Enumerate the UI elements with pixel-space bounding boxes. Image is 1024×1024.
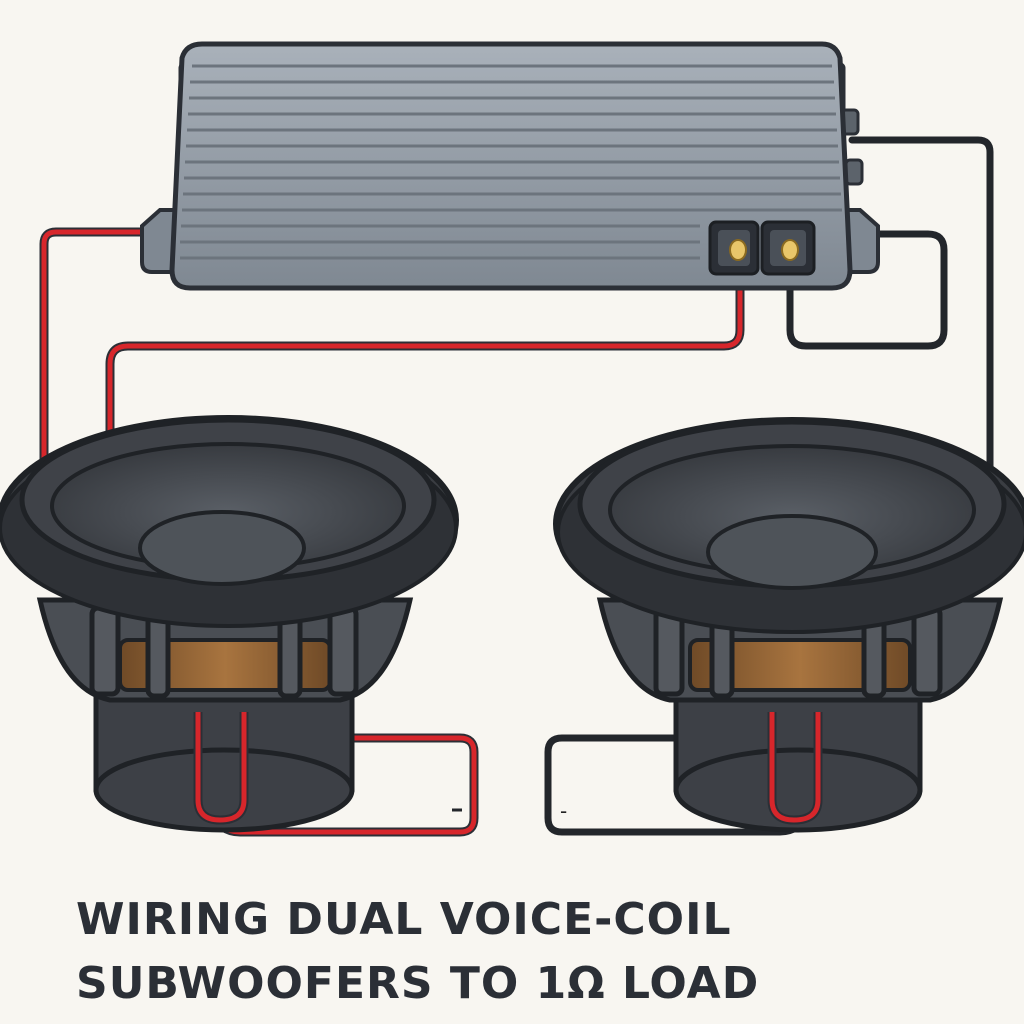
caption-line-2: SUBWOOFERS TO 1Ω LOAD — [76, 958, 760, 1009]
wire-positive-terminal — [105, 265, 745, 437]
subwoofer-left — [0, 415, 459, 833]
diagram-caption: WIRING DUAL VOICE-COIL SUBWOOFERS TO 1Ω … — [76, 888, 976, 1016]
terminal-screw-positive — [729, 239, 747, 261]
amplifier-left-foot — [140, 208, 178, 274]
wire-negative-amp-right — [848, 136, 994, 470]
amplifier-right-foot — [842, 208, 880, 274]
subwoofer-right-dust-cap — [706, 514, 878, 590]
subwoofer-right — [553, 417, 1024, 833]
amplifier-speaker-terminals — [708, 220, 816, 276]
wire-negative-terminal — [786, 230, 948, 350]
caption-line-1: WIRING DUAL VOICE-COIL — [76, 894, 732, 945]
amplifier-heatsink-fins — [180, 64, 842, 260]
subwoofer-right-magnet — [688, 638, 912, 692]
terminal-label-negative: - — [560, 799, 567, 823]
subwoofer-left-dust-cap — [138, 510, 306, 586]
terminal-screw-negative — [781, 239, 799, 261]
amplifier — [140, 41, 880, 291]
wires — [39, 136, 994, 837]
